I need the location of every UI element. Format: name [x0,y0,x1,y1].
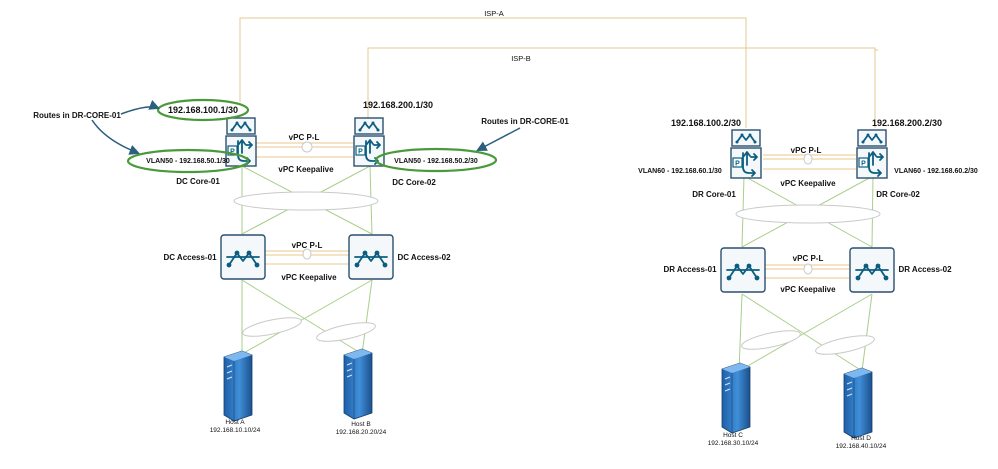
access-switch-icon [348,234,394,280]
callout-arrow-right [476,127,521,151]
dr-core-01-ip-top: 192.168.100.2/30 [671,118,741,128]
isp-b-link [367,47,876,128]
dc-access-keepalive: vPC Keepalive [281,273,337,282]
highlight-vlan50-core02 [374,147,498,173]
dc-links [233,141,379,355]
dr-access-keepalive: vPC Keepalive [780,285,836,294]
dc-core-vpc-pl: vPC P-L [289,133,320,142]
dc-access-02-name: DC Access-02 [397,253,451,262]
host-a-server[interactable] [223,350,253,422]
callout-left-label: Routes in DR-CORE-01 [33,111,121,120]
host-c-server[interactable] [721,362,751,434]
host-d-ip: 192.168.40.10/24 [836,443,887,450]
dc-core-01-ip-top: 192.168.100.1/30 [168,105,238,115]
host-c-name: Host C [723,432,743,439]
dr-core-02-name: DR Core-02 [876,190,920,199]
highlight-isp-a-ip [156,98,250,122]
dr-core-02[interactable] [856,129,888,179]
callout-right-label: Routes in DR-CORE-01 [481,117,569,126]
switch-icon [857,129,887,147]
layer3-switch-icon [225,135,257,167]
host-d-server[interactable] [843,367,873,439]
access-switch-icon [720,247,766,293]
dr-core-keepalive: vPC Keepalive [780,179,836,188]
host-a-name: Host A [225,419,245,426]
host-b-ip: 192.168.20.20/24 [336,429,387,436]
layer3-switch-icon [730,147,762,179]
host-d-name: Host D [851,435,871,442]
switch-icon [354,117,384,135]
switch-icon [226,117,256,135]
highlights [91,98,521,174]
dc-access-01-name: DC Access-01 [163,253,217,262]
dc-core-02[interactable] [353,117,385,167]
dc-core-02-vlan: VLAN50 - 192.168.50.2/30 [394,158,478,165]
dr-core-01-name: DR Core-01 [692,190,736,199]
labels: ISP-A ISP-B Routes in DR-CORE-01 Routes … [33,9,978,450]
switch-icon [731,129,761,147]
callout-arrow-left-1 [120,100,160,115]
layer3-switch-icon [856,147,888,179]
highlight-vlan50-core01 [126,148,250,174]
host-c-ip: 192.168.30.10/24 [708,440,759,447]
dc-core-02-name: DC Core-02 [392,178,436,187]
access-switch-icon [849,247,895,293]
dr-access-02[interactable] [849,247,895,293]
dc-core-keepalive: vPC Keepalive [278,165,334,174]
dc-access-01[interactable] [220,234,266,280]
dr-core-01[interactable] [730,129,762,179]
dr-links [735,153,881,372]
host-b-server[interactable] [343,348,373,420]
isp-b-label: ISP-B [511,54,531,63]
dr-access-vpc-pl: vPC P-L [793,254,824,263]
dr-access-02-name: DR Access-02 [898,265,952,274]
server-icon [721,362,751,434]
server-icon [843,367,873,439]
dr-core-02-vlan: VLAN60 - 192.168.60.2/30 [894,168,978,175]
dr-core-01-vlan: VLAN60 - 192.168.60.1/30 [638,168,722,175]
dr-core-vpc-pl: vPC P-L [791,146,822,155]
dc-core-01[interactable] [225,117,257,167]
dc-core-02-ip-top: 192.168.200.1/30 [363,100,433,110]
dc-core-01-vlan: VLAN50 - 192.168.50.1/30 [146,158,230,165]
callout-arrow-left-2 [91,119,140,155]
dc-access-vpc-pl: vPC P-L [292,241,323,250]
dc-core-01-name: DC Core-01 [176,177,220,186]
server-icon [343,348,373,420]
isp-a-label: ISP-A [484,9,504,18]
access-switch-icon [220,234,266,280]
dr-core-02-ip-top: 192.168.200.2/30 [872,118,942,128]
isp-a-link [239,17,747,128]
server-icon [223,350,253,422]
layer3-switch-icon [353,135,385,167]
dr-access-01[interactable] [720,247,766,293]
host-a-ip: 192.168.10.10/24 [210,427,261,434]
dr-access-01-name: DR Access-01 [663,265,717,274]
host-b-name: Host B [351,421,371,428]
isp-links [239,17,878,128]
dc-access-02[interactable] [348,234,394,280]
